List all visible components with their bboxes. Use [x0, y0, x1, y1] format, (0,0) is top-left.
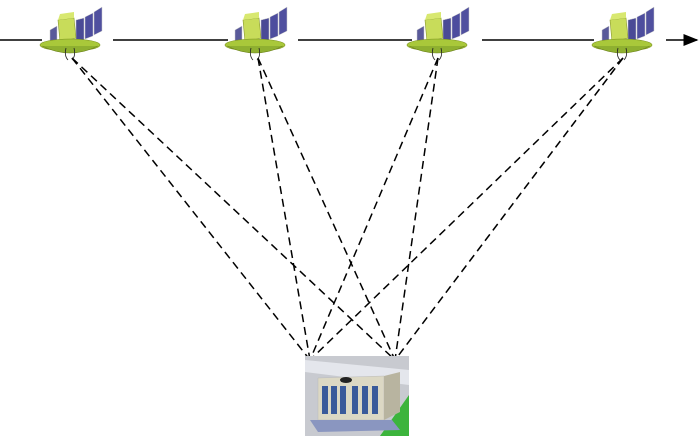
- sight-line: [309, 57, 439, 361]
- satellite-icon: [40, 7, 102, 60]
- sight-line: [394, 57, 439, 361]
- lines-of-sight: [71, 57, 624, 361]
- satellite-icon: [407, 7, 469, 60]
- sight-line: [257, 57, 311, 361]
- sight-line: [309, 57, 624, 361]
- sight-line: [71, 57, 396, 361]
- sight-line: [71, 57, 311, 361]
- satellite-icon: [592, 7, 654, 60]
- sight-line: [257, 57, 396, 361]
- ground-target-building: [305, 356, 409, 436]
- satellite-icon: [225, 7, 287, 60]
- sight-line: [394, 57, 624, 361]
